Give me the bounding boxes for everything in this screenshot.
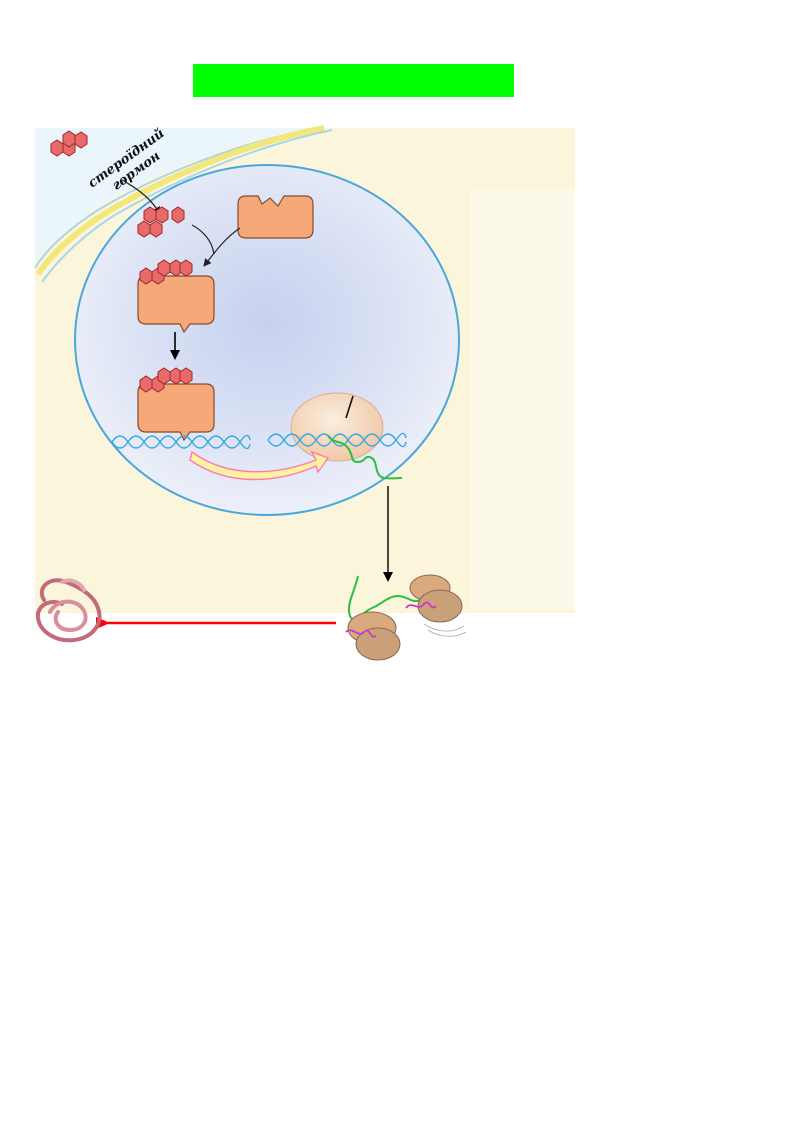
steroid-hormone-outside xyxy=(50,130,88,157)
cytoplasm-highlight xyxy=(470,190,575,610)
hormone-receptor-complex-2 xyxy=(137,367,215,442)
receptor-free xyxy=(237,195,314,239)
ribosome-2-large xyxy=(417,589,463,623)
dna-segment-1 xyxy=(111,434,251,450)
mrna-strand xyxy=(327,435,403,480)
extracellular-space xyxy=(35,128,310,262)
dna-segment-2 xyxy=(267,432,407,448)
transcription-arrow xyxy=(189,450,330,481)
nucleolus-pointer xyxy=(345,395,354,419)
trna-2 xyxy=(405,601,437,609)
receptor-to-complex-arrow xyxy=(203,227,241,267)
title-bar-fill xyxy=(193,64,514,97)
receptor-bound-2 xyxy=(137,383,215,442)
trna-1 xyxy=(345,629,377,638)
polysome-motion-lines xyxy=(423,623,467,637)
translation-complex xyxy=(345,574,467,661)
receptor-bound-1 xyxy=(137,275,215,334)
hormone-receptor-complex-1 xyxy=(137,259,215,334)
steroid-hormone-inside xyxy=(137,206,185,238)
nucleolus xyxy=(290,392,384,462)
cell-membrane xyxy=(35,125,325,276)
ribosome-1-large xyxy=(355,627,401,661)
folded-protein xyxy=(35,578,102,643)
hormone-to-complex-arrow xyxy=(191,224,215,255)
cell-membrane-inner xyxy=(41,129,333,283)
